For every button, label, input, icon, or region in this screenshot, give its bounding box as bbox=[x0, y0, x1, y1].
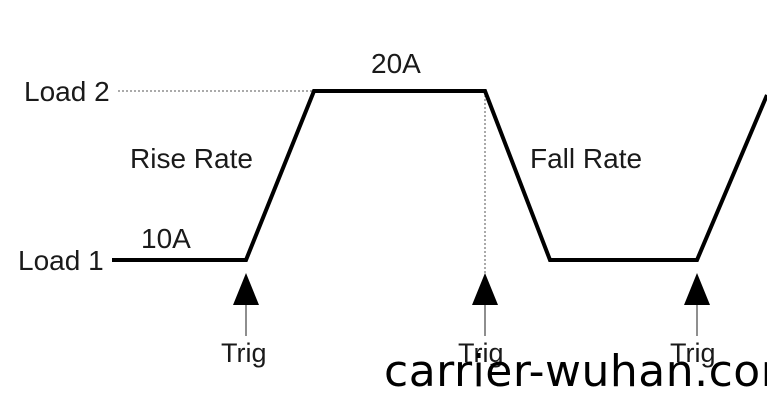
fall-rate-label: Fall Rate bbox=[530, 143, 642, 174]
current-waveform bbox=[112, 89, 767, 262]
trigger-label-3: Trig bbox=[670, 338, 716, 368]
load1-label: Load 1 bbox=[18, 245, 104, 276]
load2-label: Load 2 bbox=[24, 76, 110, 107]
trigger-arrow-3 bbox=[684, 273, 710, 336]
high-current-label: 20A bbox=[371, 48, 421, 79]
low-current-label: 10A bbox=[141, 223, 191, 254]
watermark-text: carrier-wuhan.com bbox=[384, 346, 767, 397]
trigger-label-1: Trig bbox=[221, 338, 267, 368]
rise-rate-label: Rise Rate bbox=[130, 143, 253, 174]
trigger-arrow-2 bbox=[472, 273, 498, 336]
trigger-arrow-1 bbox=[233, 273, 259, 336]
trigger-label-2: Trig bbox=[458, 338, 504, 368]
